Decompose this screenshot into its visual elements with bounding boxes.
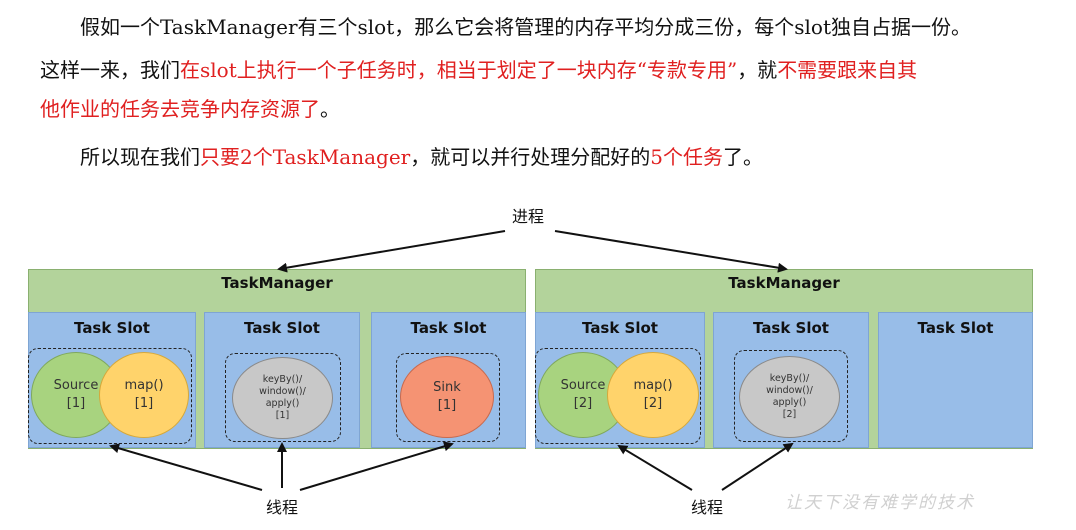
process-label: 进程 <box>512 207 545 226</box>
source-task-node: Source [2] <box>538 352 628 438</box>
sink-task-node: Sink [1] <box>400 356 494 438</box>
paragraph-2: 所以现在我们只要2个TaskManager，就可以并行处理分配好的5个任务了。 <box>40 138 1060 176</box>
text-line: 假如一个TaskManager有三个slot，那么它会将管理的内存平均分成三份，… <box>80 15 971 39</box>
thread-label-right: 线程 <box>691 498 724 517</box>
thread-group <box>734 350 848 442</box>
task-slot-title: Task Slot <box>582 319 658 337</box>
paragraph-1-line-1: 假如一个TaskManager有三个slot，那么它会将管理的内存平均分成三份，… <box>40 8 1060 46</box>
paragraph-1-line-2: 这样一来，我们在slot上执行一个子任务时，相当于划定了一块内存“专款专用”，就… <box>40 51 1060 89</box>
text-segment: 了。 <box>722 145 763 169</box>
task-label: map() [2] <box>633 378 673 411</box>
text-segment: 。 <box>320 97 340 121</box>
watermark: 让天下没有难学的技术 <box>785 493 975 513</box>
process-arrow-right <box>554 230 788 273</box>
paragraph-1-line-3: 他作业的任务去竞争内存资源了。 <box>40 90 1060 128</box>
thread-arrow <box>299 441 454 491</box>
text-segment: 这样一来，我们 <box>40 58 180 82</box>
thread-label-left: 线程 <box>266 498 299 517</box>
task-label: Source [2] <box>560 378 606 411</box>
thread-arrow <box>721 442 794 491</box>
keyby-window-task-node: keyBy()/ window()/ apply() [2] <box>739 356 840 438</box>
thread-group <box>535 348 701 444</box>
task-label: Source [1] <box>53 378 99 411</box>
task-label: map() [1] <box>124 378 164 411</box>
text-segment: 所以现在我们 <box>80 145 200 169</box>
taskmanager-title: TaskManager <box>221 274 333 292</box>
task-slot: Task Slot <box>878 312 1033 448</box>
task-label: keyBy()/ window()/ apply() [1] <box>259 374 306 421</box>
keyby-window-task-node: keyBy()/ window()/ apply() [1] <box>232 357 333 439</box>
highlight-segment: 在slot上执行一个子任务时，相当于划定了一块内存“专款专用” <box>180 58 738 82</box>
map-task-node: map() [1] <box>99 352 189 438</box>
task-slot-title: Task Slot <box>753 319 829 337</box>
task-slot-title: Task Slot <box>917 319 994 337</box>
task-label: keyBy()/ window()/ apply() [2] <box>766 373 813 420</box>
thread-arrow <box>617 444 693 491</box>
highlight-segment: 他作业的任务去竞争内存资源了 <box>40 97 320 121</box>
taskmanager-title: TaskManager <box>728 274 840 292</box>
task-slot-title: Task Slot <box>410 319 487 337</box>
task-label: Sink [1] <box>433 380 461 413</box>
task-slot-title: Task Slot <box>74 319 150 337</box>
map-task-node: map() [2] <box>607 352 699 438</box>
process-arrow-left <box>277 230 506 273</box>
highlight-segment: 不需要跟来自其 <box>777 58 918 82</box>
thread-group <box>225 353 341 442</box>
highlight-segment: 只要2个TaskManager <box>200 145 411 169</box>
text-segment: ，就 <box>737 58 778 82</box>
highlight-segment: 5个任务 <box>650 145 723 169</box>
thread-group <box>396 353 500 442</box>
text-segment: ，就可以并行处理分配好的 <box>410 145 651 169</box>
thread-arrow <box>109 443 263 491</box>
task-slot-title: Task Slot <box>244 319 320 337</box>
